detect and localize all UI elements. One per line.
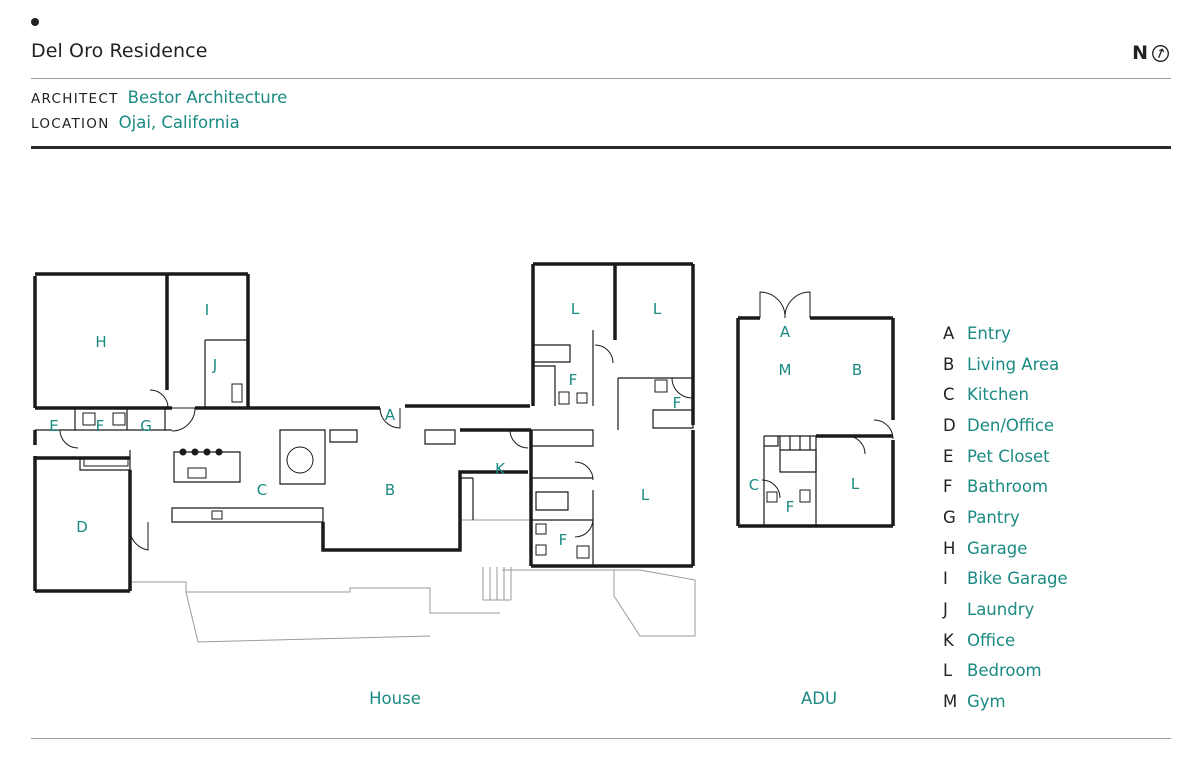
- legend-letter: B: [943, 354, 955, 374]
- legend-name: Gym: [967, 692, 1006, 712]
- room-label: A: [780, 323, 791, 341]
- legend-letter: E: [943, 446, 954, 466]
- legend-item: A Entry: [943, 318, 1068, 349]
- header-divider: [31, 78, 1171, 79]
- legend-name: Living Area: [967, 354, 1060, 374]
- house-room-labels: H I J E F G A C B D K L L F F L F: [49, 300, 681, 549]
- room-label: L: [571, 300, 580, 318]
- legend-name: Bike Garage: [967, 569, 1068, 589]
- section-divider: [31, 146, 1171, 149]
- legend-letter: K: [943, 630, 954, 650]
- legend-name: Pantry: [967, 507, 1020, 527]
- north-indicator: N: [1132, 42, 1170, 64]
- room-label: F: [96, 417, 105, 435]
- house-fixtures: [82, 379, 668, 559]
- room-label: L: [641, 486, 650, 504]
- legend-letter: H: [943, 538, 956, 558]
- legend-item: D Den/Office: [943, 410, 1068, 441]
- room-label: J: [212, 356, 217, 374]
- room-label: F: [559, 531, 568, 549]
- house-caption: House: [369, 689, 421, 708]
- legend-item: H Garage: [943, 533, 1068, 564]
- house-door-swings: [59, 344, 693, 551]
- legend-name: Kitchen: [967, 385, 1030, 405]
- legend-name: Laundry: [967, 600, 1035, 620]
- legend-name: Pet Closet: [967, 446, 1050, 466]
- legend-item: C Kitchen: [943, 379, 1068, 410]
- footer-divider: [31, 738, 1171, 739]
- legend-letter: I: [943, 569, 948, 589]
- north-label: N: [1132, 42, 1148, 64]
- legend-letter: J: [943, 600, 948, 620]
- location-label: LOCATION: [31, 116, 110, 132]
- legend-item: L Bedroom: [943, 656, 1068, 687]
- legend-item: I Bike Garage: [943, 564, 1068, 595]
- legend-name: Bedroom: [967, 661, 1042, 681]
- legend-letter: L: [943, 661, 953, 681]
- site-outline: [131, 519, 696, 643]
- adu-interior: [763, 435, 817, 526]
- north-arrow-icon: [1152, 44, 1169, 62]
- room-label: F: [786, 498, 795, 516]
- legend-name: Entry: [967, 323, 1011, 343]
- location-row: LOCATION Ojai, California: [31, 113, 240, 132]
- legend-letter: M: [943, 692, 958, 712]
- room-label: K: [495, 460, 506, 478]
- legend-letter: A: [943, 323, 955, 343]
- architect-label: ARCHITECT: [31, 91, 119, 107]
- room-label: A: [385, 406, 396, 424]
- legend-letter: C: [943, 385, 955, 405]
- room-label: B: [852, 361, 862, 379]
- legend-name: Office: [967, 630, 1016, 650]
- room-label: F: [569, 371, 578, 389]
- adu-caption: ADU: [801, 689, 837, 708]
- room-label: G: [140, 417, 152, 435]
- legend-letter: D: [943, 415, 956, 435]
- room-label: H: [95, 333, 106, 351]
- room-label: C: [257, 481, 267, 499]
- architect-row: ARCHITECT Bestor Architecture: [31, 88, 287, 107]
- adu-room-labels: A M B C F L: [749, 323, 862, 516]
- room-label: F: [673, 394, 682, 412]
- house-walls: [33, 262, 695, 593]
- page-title: Del Oro Residence: [31, 40, 208, 62]
- room-label: B: [385, 481, 395, 499]
- legend-name: Bathroom: [967, 477, 1049, 497]
- adu-door-swings: [759, 291, 894, 503]
- legend-name: Garage: [967, 538, 1028, 558]
- legend-item: B Living Area: [943, 349, 1068, 380]
- legend-letter: F: [943, 477, 953, 497]
- house-interior: [35, 330, 694, 566]
- room-label: C: [749, 476, 759, 494]
- room-label: E: [49, 417, 58, 435]
- room-label: L: [653, 300, 662, 318]
- legend-item: F Bathroom: [943, 471, 1068, 502]
- legend-letter: G: [943, 507, 956, 527]
- room-label: D: [76, 518, 88, 536]
- legend-item: G Pantry: [943, 502, 1068, 533]
- legend-item: K Office: [943, 625, 1068, 656]
- room-label: M: [779, 361, 792, 379]
- room-label: L: [851, 475, 860, 493]
- room-label: I: [205, 301, 209, 319]
- location-value: Ojai, California: [118, 113, 240, 132]
- legend-item: E Pet Closet: [943, 441, 1068, 472]
- architect-value: Bestor Architecture: [127, 88, 288, 107]
- legend-item: J Laundry: [943, 594, 1068, 625]
- legend-name: Den/Office: [967, 415, 1055, 435]
- legend-item: M Gym: [943, 686, 1068, 717]
- bullet-dot: [31, 18, 39, 26]
